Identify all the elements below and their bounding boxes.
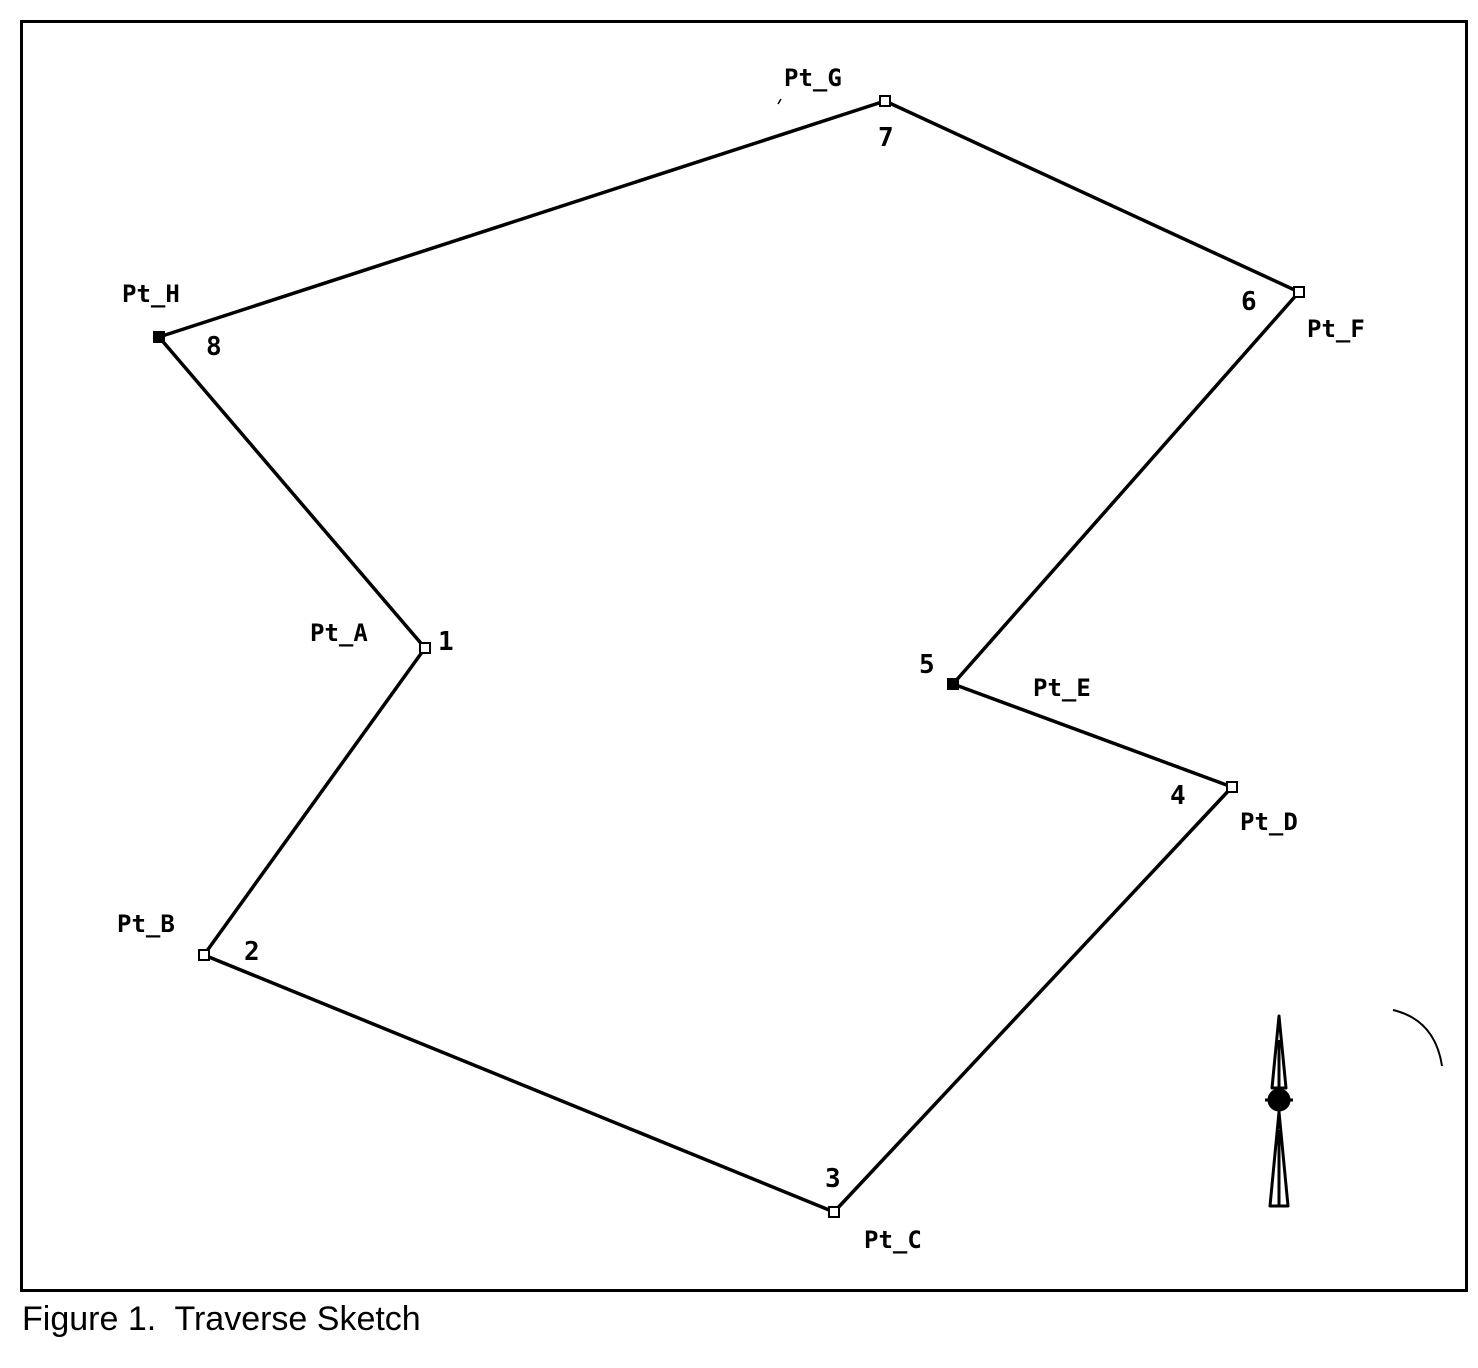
station-marker-5 [947, 678, 959, 690]
point-name-label: Pt_E [1033, 674, 1091, 702]
edge-5-6 [951, 290, 1301, 686]
station-number-label: 4 [1170, 781, 1186, 811]
figure-frame [20, 20, 1468, 1292]
north-arrow-icon [1265, 1014, 1293, 1208]
station-marker-6 [1293, 286, 1305, 298]
point-name-label: Pt_A [310, 619, 368, 647]
station-number-label: 6 [1241, 287, 1257, 317]
edge-1-2 [202, 646, 427, 957]
point-name-label: Pt_B [117, 910, 175, 938]
point-name-label: Pt_H [122, 280, 180, 308]
station-marker-7 [879, 95, 891, 107]
point-name-labels: Pt_A Pt_B Pt_C Pt_D Pt_E Pt_F Pt_G Pt_H [117, 64, 1365, 1254]
point-name-label: Pt_C [864, 1226, 922, 1254]
station-marker-3 [828, 1206, 840, 1218]
station-marker-2 [198, 949, 210, 961]
edge-7-8 [157, 99, 887, 339]
station-marker-4 [1226, 781, 1238, 793]
station-number-label: 1 [438, 627, 454, 657]
traverse-edges [157, 99, 1301, 1214]
stray-mark [1392, 1009, 1443, 1067]
edge-6-7 [883, 99, 1301, 294]
station-marker-1 [419, 642, 431, 654]
station-number-label: 8 [206, 332, 222, 362]
point-name-label: Pt_D [1240, 808, 1298, 836]
point-name-label: Pt_G [784, 64, 842, 92]
stray-mark [777, 98, 782, 105]
station-marker-8 [153, 331, 165, 343]
station-number-label: 3 [825, 1164, 841, 1194]
station-number-label: 2 [244, 937, 260, 967]
edge-2-3 [202, 953, 836, 1214]
station-markers [153, 95, 1305, 1218]
edge-4-5 [951, 682, 1234, 789]
point-name-label: Pt_F [1307, 315, 1365, 343]
figure-caption: Figure 1. Traverse Sketch [22, 1300, 421, 1338]
edge-3-4 [832, 785, 1234, 1214]
station-number-label: 7 [878, 123, 894, 153]
edge-8-1 [157, 335, 427, 650]
station-number-label: 5 [919, 650, 935, 680]
station-number-labels: 1 2 3 4 5 6 7 8 [206, 123, 1257, 1194]
